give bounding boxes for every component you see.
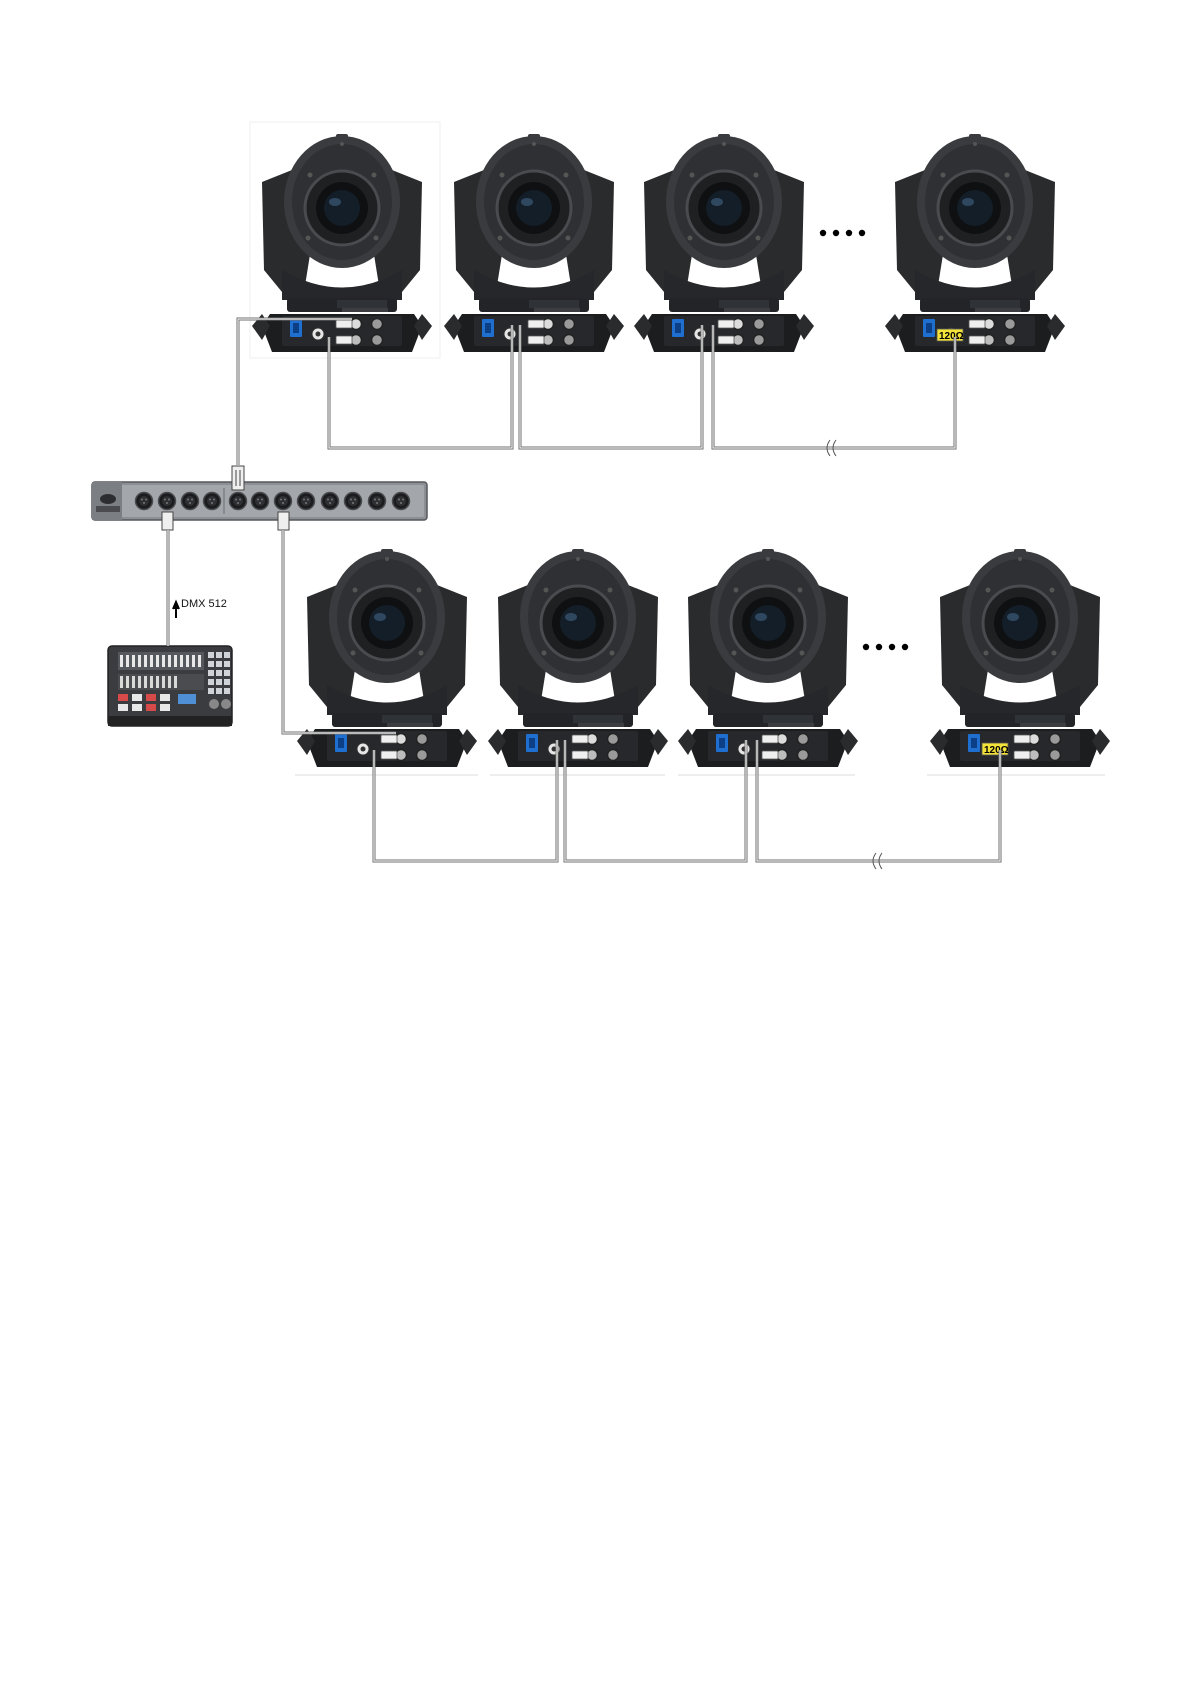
moving-head-3	[634, 134, 814, 352]
terminator-label-top: 120Ω	[939, 331, 964, 342]
moving-head-7	[678, 549, 858, 767]
moving-head-8	[930, 549, 1110, 767]
moving-head-4	[885, 134, 1065, 352]
signal-arrow-icon	[173, 602, 179, 618]
splitter-output-plug-1	[232, 466, 244, 490]
terminator-label-bottom: 120Ω	[984, 745, 1009, 756]
fixture-row-top: 120Ω	[250, 122, 1065, 358]
dmx-splitter	[92, 466, 427, 530]
dmx-controller	[108, 646, 232, 726]
ellipsis-dots-top	[820, 230, 865, 236]
moving-head-6	[488, 549, 668, 767]
splitter-input-plug	[162, 512, 173, 530]
moving-head-2	[444, 134, 624, 352]
fixture-row-bottom: 120Ω	[295, 549, 1110, 775]
splitter-output-plug-2	[278, 512, 289, 530]
ellipsis-dots-bottom	[863, 644, 908, 650]
dmx-512-label: DMX 512	[181, 598, 227, 610]
